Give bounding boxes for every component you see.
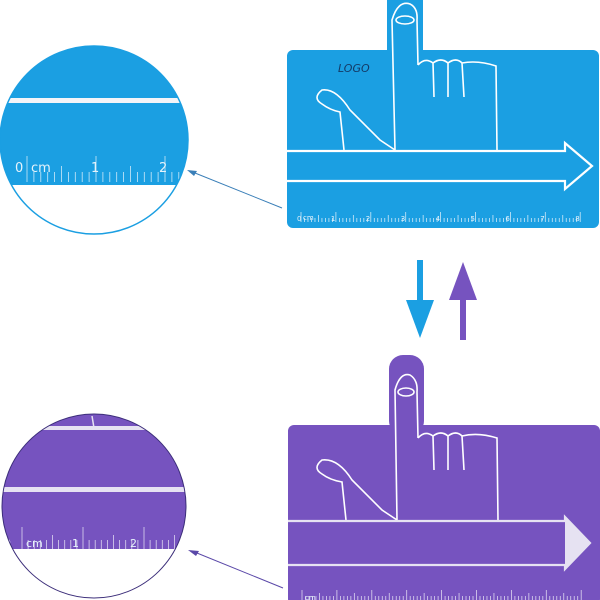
arrow-right-icon (287, 140, 594, 192)
ruler-label: 3 (401, 215, 405, 223)
purple-ruler-card: cm (288, 355, 600, 600)
zoom-label-1: 1 (72, 537, 79, 550)
ruler-label: 0 (297, 215, 301, 223)
blue-zoom-circle: 0 cm 1 2 (0, 45, 189, 235)
ruler-label: 2 (366, 215, 370, 223)
purple-zoom-circle: 0 cm 1 2 (1, 413, 187, 599)
hand-outline-icon (316, 373, 499, 521)
ruler-label: 8 (575, 215, 579, 223)
ruler-unit: cm (305, 594, 316, 600)
zoom-label-0: 0 (15, 161, 23, 176)
ruler-label: 4 (436, 215, 441, 223)
ruler-label: 6 (505, 215, 510, 223)
ruler-label: 1 (331, 215, 335, 223)
blue-ruler-card: LOGO 1 2 3 4 5 6 7 8 0 cm (287, 0, 599, 228)
zoom-label-2: 2 (159, 161, 167, 176)
ruler-unit: cm (303, 214, 314, 222)
ruler-label: 7 (540, 215, 544, 223)
logo-text: LOGO (338, 62, 370, 75)
hand-outline-icon (316, 2, 498, 151)
up-arrow-icon (449, 262, 477, 340)
ruler-scale: 1 2 3 4 5 6 7 8 0 (297, 212, 581, 223)
pointer-line (187, 170, 283, 209)
ruler-label: 5 (471, 215, 475, 223)
down-arrow-icon (406, 260, 434, 338)
zoom-label-1: 1 (91, 161, 99, 176)
zoom-label-2: 2 (130, 537, 137, 550)
ruler-scale (301, 590, 582, 600)
zoom-unit: cm (26, 537, 43, 550)
zoom-unit: cm (31, 161, 51, 176)
pointer-line (188, 550, 284, 589)
